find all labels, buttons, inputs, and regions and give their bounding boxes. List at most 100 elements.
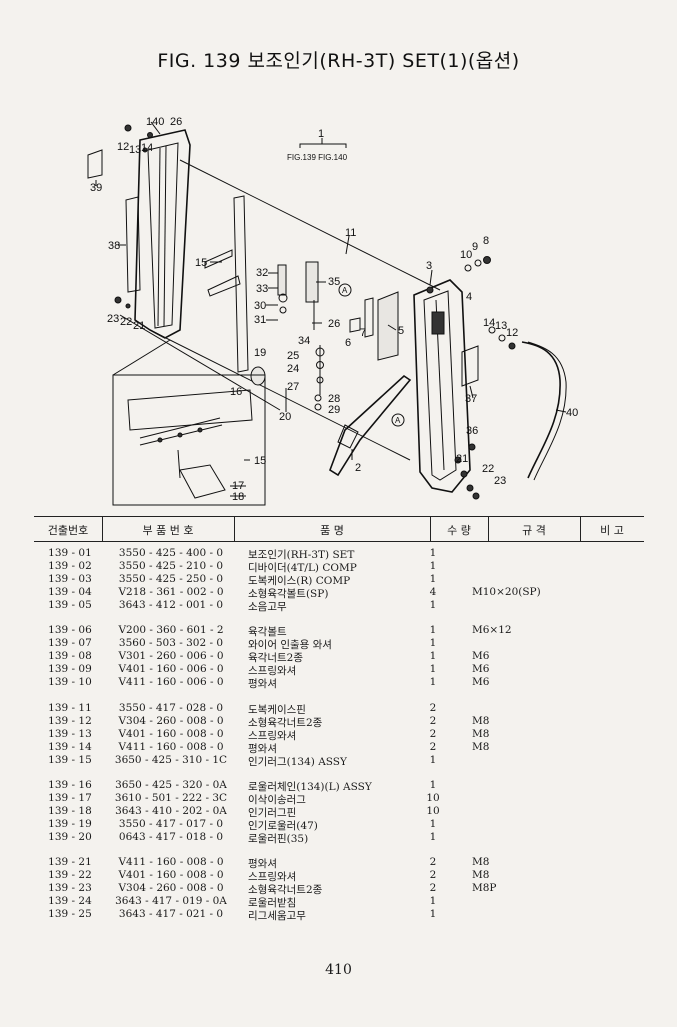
exploded-parts-diagram: A A: [87, 116, 578, 506]
quantity-cell: 1: [429, 624, 437, 637]
header-spec: 규 격: [522, 524, 546, 537]
spec-cell: M8: [472, 869, 490, 882]
part-name-cell: 평와셔: [248, 858, 277, 870]
ref-cell: 139 - 01: [48, 547, 92, 559]
quantity-cell: 1: [429, 908, 437, 921]
part-number-cell: 3550 - 417 - 028 - 0: [118, 701, 224, 714]
label-13b: 13: [495, 320, 507, 332]
label-20: 20: [279, 411, 291, 423]
part-number-cell: 3610 - 501 - 222 - 3C: [114, 791, 228, 804]
header-qty: 수 량: [447, 524, 471, 537]
ref-cell: 139 - 02: [48, 560, 92, 573]
quantity-cell: 10: [426, 804, 440, 817]
label-5: 5: [398, 325, 404, 337]
quantity-cell: 2: [429, 740, 437, 753]
label-39: 39: [90, 182, 102, 194]
spec-cell: M10×20(SP): [472, 586, 541, 599]
label-36: 36: [466, 425, 478, 437]
header-name: 품 명: [320, 524, 344, 537]
ref-cell: 139 - 22: [48, 869, 92, 882]
quantity-cell: 1: [429, 573, 437, 586]
ref-cell: 139 - 12: [48, 714, 92, 727]
part-name-cell: 로울러받침: [248, 897, 297, 910]
quantity-cell: 1: [429, 663, 437, 676]
label-24: 24: [287, 363, 299, 375]
label-37: 37: [465, 393, 477, 405]
quantity-cell: 2: [429, 701, 437, 714]
header-ref: 건출번호: [47, 524, 89, 537]
label-26b: 26: [328, 318, 340, 330]
header-note: 비 고: [600, 524, 624, 537]
label-10: 10: [460, 249, 472, 261]
page-title: FIG. 139 보조인기(RH-3T) SET(1)(옵션): [157, 50, 520, 72]
part-name-cell: 육각너트2종: [248, 652, 303, 665]
quantity-cell: 1: [429, 637, 437, 650]
part-name-cell: 인기러그핀: [248, 806, 297, 819]
label-6: 6: [345, 337, 351, 349]
label-14b: 14: [483, 317, 495, 329]
part-number-cell: V401 - 160 - 006 - 0: [118, 663, 224, 676]
ref-cell: 139 - 09: [48, 663, 92, 676]
part-name-cell: 평와셔: [248, 678, 277, 691]
part-number-cell: V411 - 160 - 006 - 0: [118, 676, 224, 689]
label-34: 34: [298, 335, 310, 347]
ref-cell: 139 - 24: [48, 895, 92, 908]
label-40: 40: [566, 407, 578, 419]
ref-cell: 139 - 20: [48, 830, 92, 843]
spec-cell: M8: [472, 714, 490, 727]
label-2: 2: [355, 462, 361, 474]
ref-cell: 139 - 21: [48, 856, 92, 868]
part-name-cell: 소음고무: [248, 601, 287, 614]
part-name-cell: 도복케이스핀: [248, 703, 306, 716]
part-number-cell: V200 - 360 - 601 - 2: [118, 624, 224, 637]
part-number-cell: 3650 - 425 - 310 - 1C: [114, 753, 228, 766]
label-31: 31: [254, 314, 266, 326]
part-number-cell: 3550 - 425 - 250 - 0: [118, 573, 224, 586]
part-name-cell: 소형육각너트2종: [248, 884, 323, 897]
ref-cell: 139 - 06: [48, 624, 92, 637]
ref-cell: 139 - 19: [48, 817, 92, 830]
quantity-cell: 1: [429, 830, 437, 843]
spec-cell: M6×12: [472, 624, 512, 637]
part-name-cell: 인기러그(134) ASSY: [248, 755, 347, 768]
label-33: 33: [256, 283, 268, 295]
label-21b: 21: [456, 453, 468, 465]
part-name-cell: 리그세움고무: [248, 910, 306, 923]
label-25: 25: [287, 350, 299, 362]
quantity-cell: 1: [429, 817, 437, 830]
label-30: 30: [254, 300, 266, 312]
spec-cell: M6: [472, 663, 490, 676]
ref-cell: 139 - 13: [48, 727, 92, 740]
ref-cell: 139 - 04: [48, 586, 92, 599]
page-number: 410: [325, 962, 352, 978]
part-number-cell: V411 - 160 - 008 - 0: [118, 856, 224, 868]
part-name-cell: 로울러핀(35): [248, 832, 309, 845]
part-name-cell: 보조인기(RH-3T) SET: [248, 549, 355, 561]
quantity-cell: 1: [429, 895, 437, 908]
label-15: 15: [195, 257, 207, 269]
ref-cell: 139 - 03: [48, 573, 92, 586]
ref-cell: 139 - 10: [48, 676, 92, 689]
ref-cell: 139 - 17: [48, 791, 92, 804]
parts-table-header: 건출번호 부 품 번 호 품 명 수 량 규 격 비 고: [34, 516, 644, 542]
quantity-cell: 1: [429, 650, 437, 663]
part-name-cell: 스프링와셔: [248, 729, 297, 742]
quantity-cell: 1: [429, 676, 437, 689]
spec-cell: M8P: [472, 882, 497, 895]
label-23: 23: [107, 313, 119, 325]
label-8: 8: [483, 235, 489, 247]
ref-cell: 139 - 18: [48, 804, 92, 817]
quantity-cell: 2: [429, 714, 437, 727]
